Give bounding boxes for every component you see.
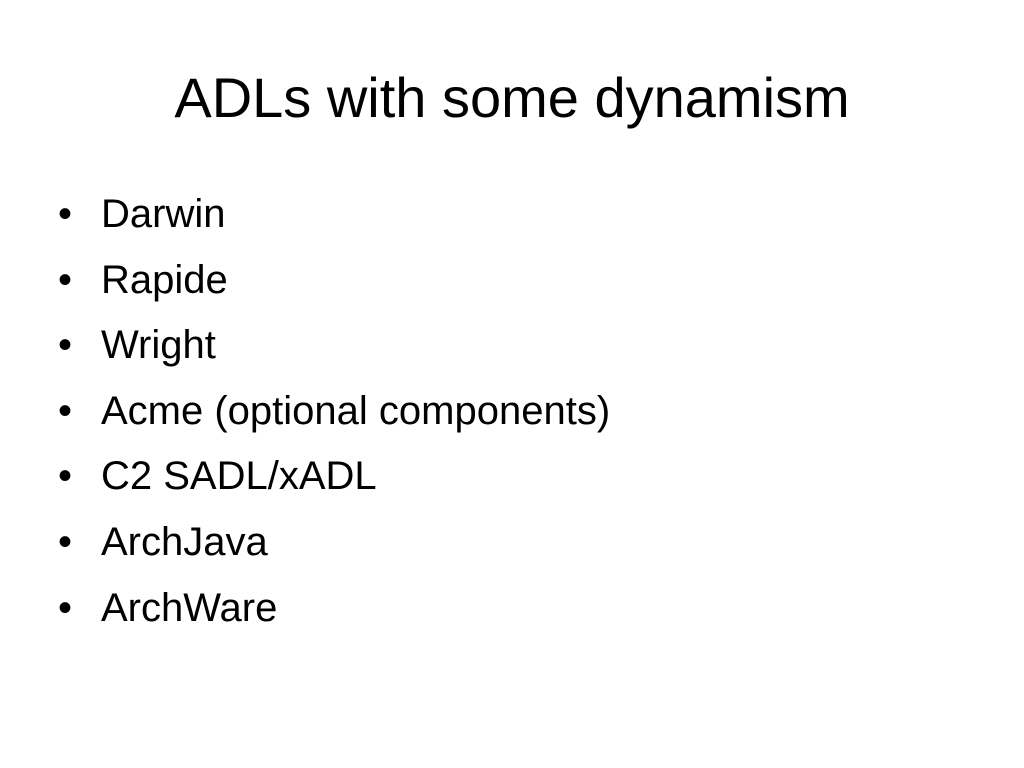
bullet-marker: •: [58, 388, 73, 433]
bullet-text: Acme (optional components): [101, 388, 611, 433]
bullet-text: Rapide: [101, 257, 228, 302]
bullet-text: ArchJava: [101, 519, 268, 564]
bullet-text: Darwin: [101, 192, 226, 236]
bullet-marker: •: [58, 257, 73, 302]
bullet-marker: •: [58, 454, 73, 499]
bullet-marker: •: [58, 585, 73, 630]
bullet-text: ArchWare: [101, 585, 278, 630]
bullet-text: Wright: [101, 323, 216, 368]
slide-title: ADLs with some dynamism: [174, 66, 850, 129]
bullet-marker: •: [58, 192, 73, 236]
bullet-marker: •: [58, 519, 73, 564]
bullet-marker: •: [58, 323, 73, 368]
bullet-text: C2 SADL/xADL: [101, 454, 377, 499]
